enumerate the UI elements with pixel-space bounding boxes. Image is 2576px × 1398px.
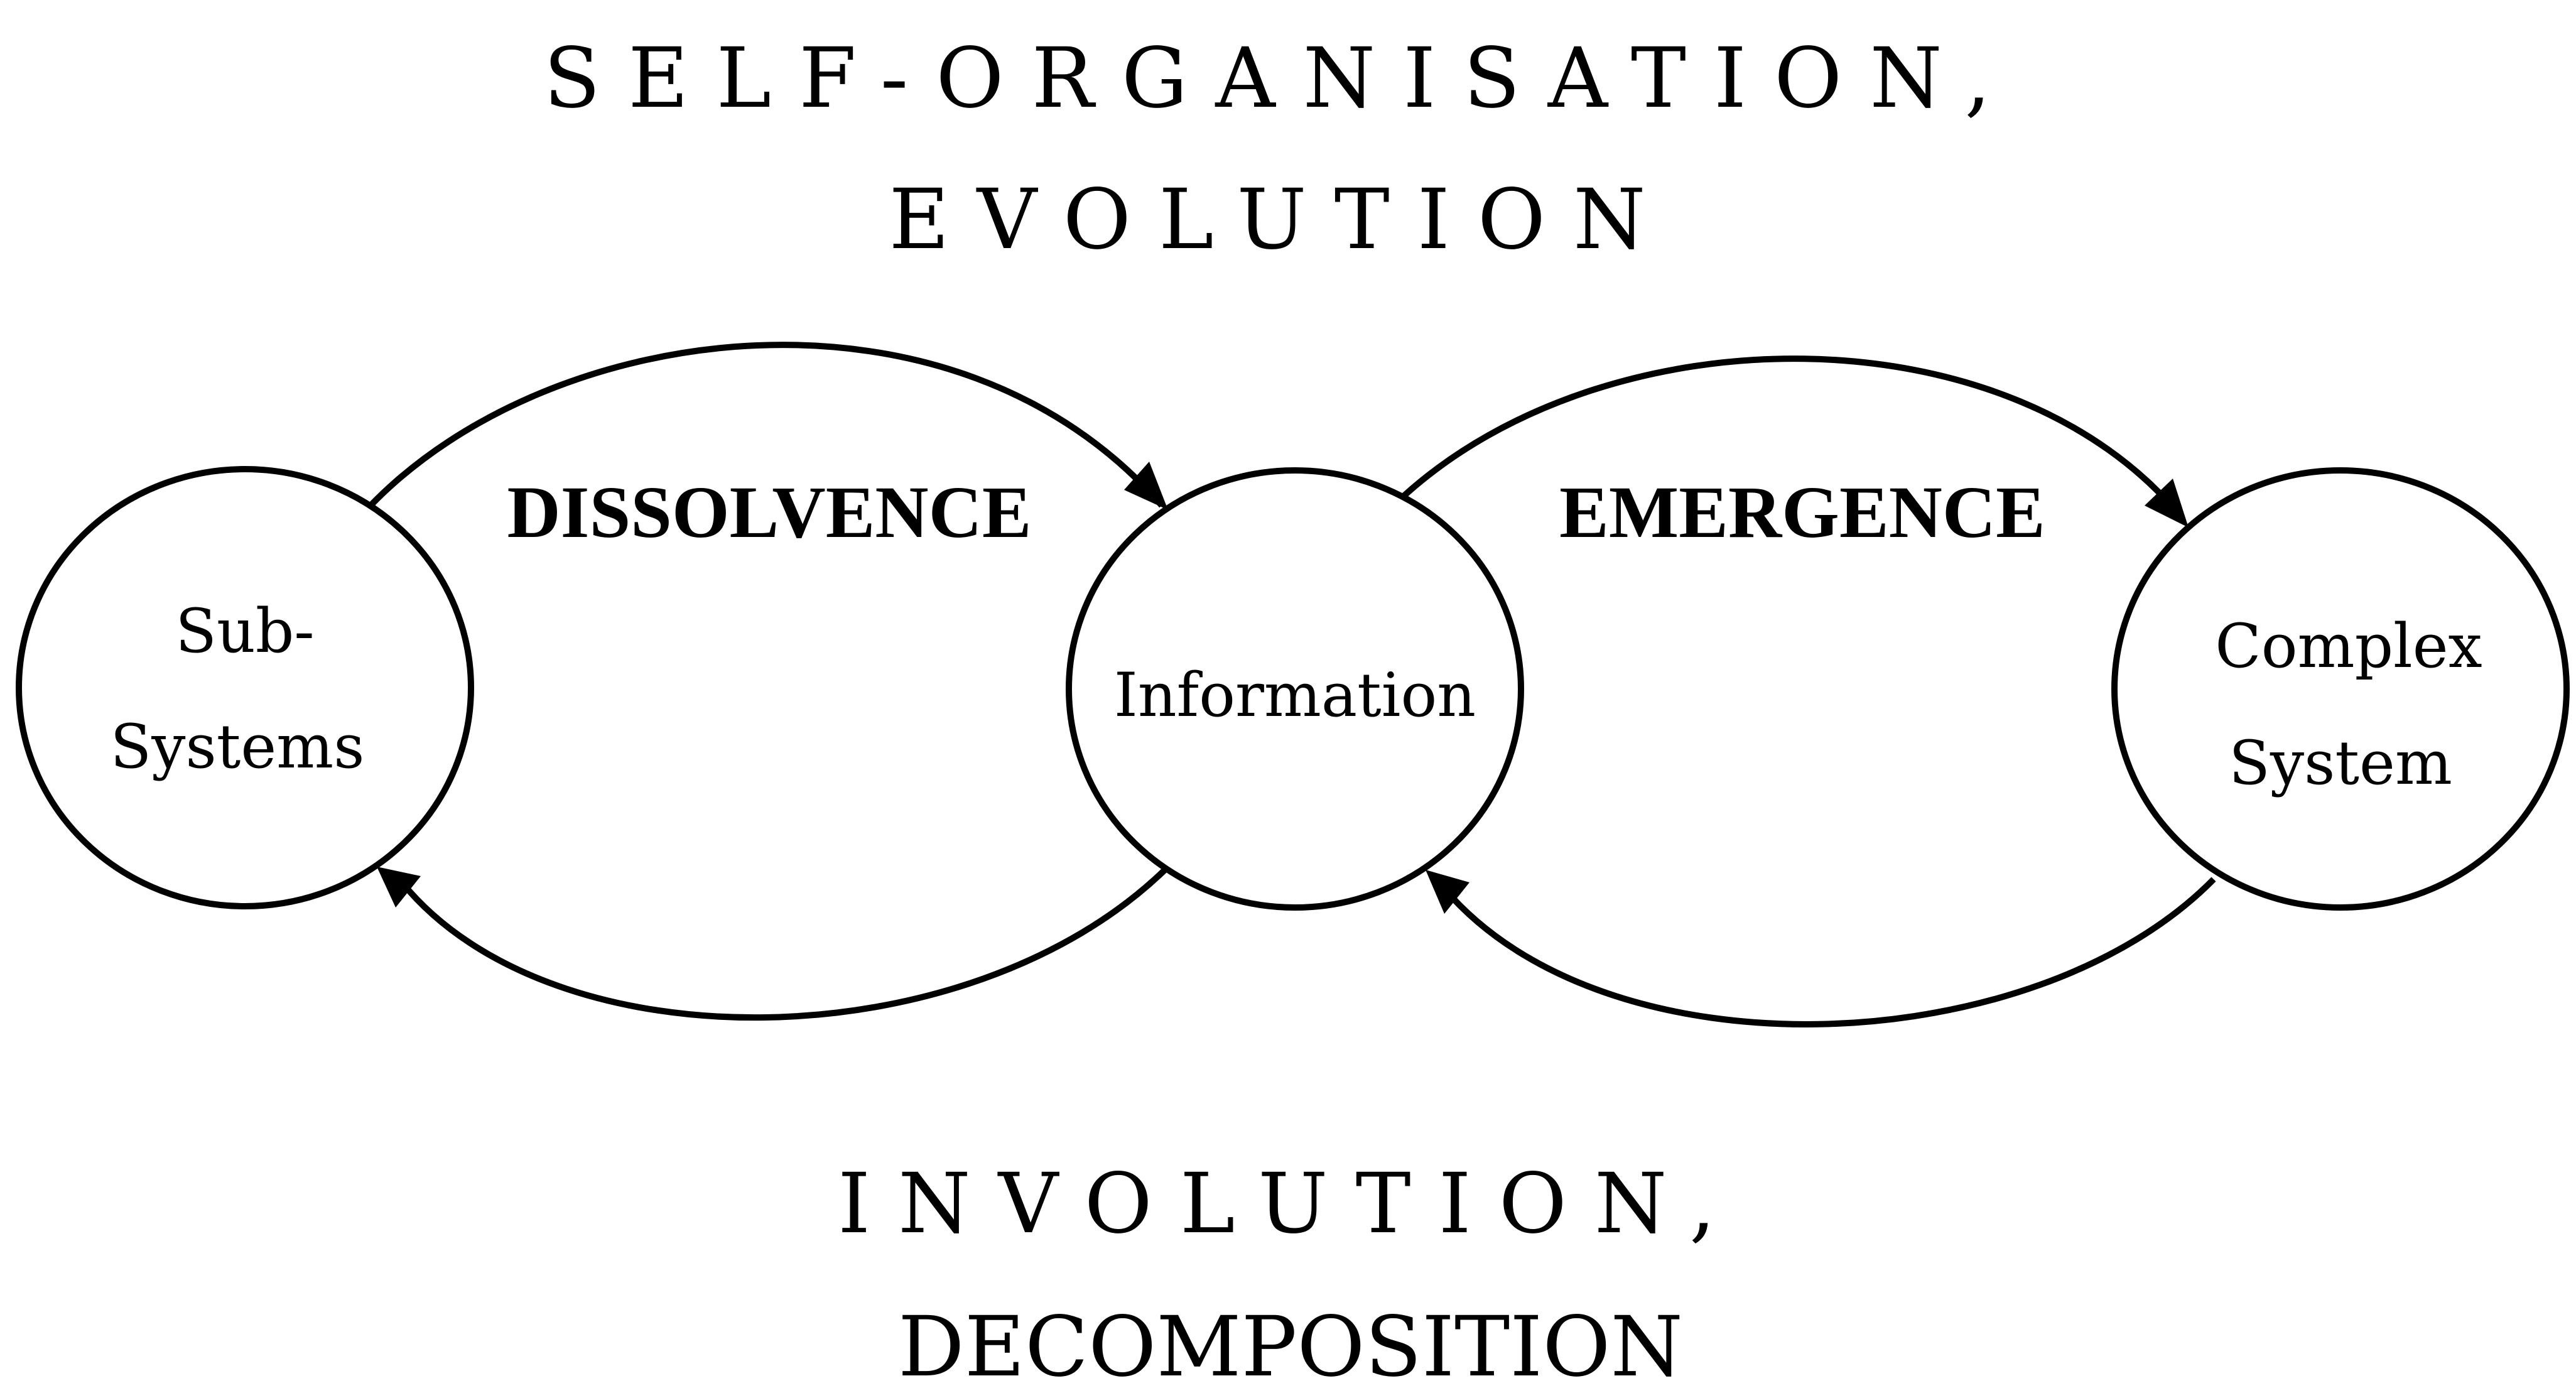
bottom-heading-line1: INVOLUTION, (838, 1156, 1743, 1252)
arrowhead-information-top (1124, 462, 1168, 510)
node-complex-system-line1: Complex (2215, 611, 2482, 681)
arrowhead-complex-top (2145, 479, 2189, 528)
node-complex-system: Complex System (2111, 467, 2570, 911)
bottom-heading-line2: DECOMPOSITION (898, 1299, 1683, 1395)
top-heading-line2: EVOLUTION (889, 171, 1673, 268)
arc-subsystems-to-information (368, 342, 1164, 508)
arrowhead-subsystems-bottom (377, 867, 421, 908)
top-heading-line1: SELF-ORGANISATION, (544, 30, 2019, 127)
node-information-label: Information (1114, 660, 1476, 730)
arc-complex-to-information (1442, 877, 2216, 1027)
node-information: Information (1066, 467, 1524, 911)
label-dissolvence: DISSOLVENCE (507, 471, 1031, 553)
arc-information-to-subsystems (399, 867, 1167, 1021)
arc-information-to-complex (1401, 355, 2185, 521)
arrowhead-information-bottom (1426, 870, 1469, 914)
node-subsystems-line2: Systems (111, 712, 365, 782)
node-complex-system-line2: System (2229, 728, 2452, 798)
node-subsystems-line1: Sub- (175, 596, 314, 666)
node-subsystems: Sub- Systems (16, 466, 474, 909)
label-emergence: EMERGENCE (1559, 471, 2045, 553)
